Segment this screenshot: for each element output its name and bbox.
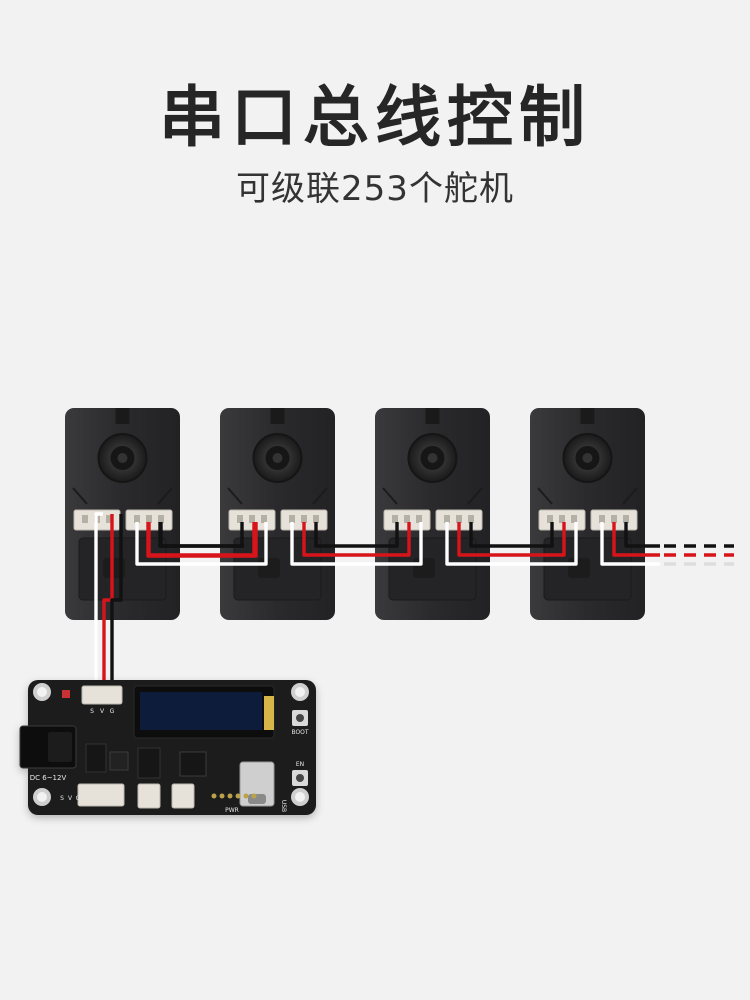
header-pad (235, 793, 241, 799)
connector-pin (444, 515, 450, 523)
small-port (137, 783, 161, 809)
status-led (62, 690, 70, 698)
wire-black-link (314, 522, 399, 548)
servo-horn-screw (582, 453, 593, 463)
wire-red-link (302, 522, 411, 557)
connector-pin (416, 515, 422, 523)
bus-connector (81, 685, 123, 705)
servo-screw-recess (568, 558, 590, 578)
wire-red-pass (146, 522, 258, 558)
connector-pin (404, 515, 410, 523)
regulator (137, 747, 161, 779)
wire-red-link (457, 522, 566, 557)
servo-chamfer (382, 487, 483, 505)
wire-white-link (445, 522, 578, 566)
connector-pin (158, 515, 164, 523)
aux-pin-label: S (60, 795, 64, 802)
servo-horn-screw (117, 453, 128, 463)
usb-c-opening (248, 794, 266, 804)
oled-ribbon (264, 696, 274, 730)
servo-screw-recess (258, 558, 280, 578)
mounting-hole-inner (295, 687, 305, 697)
page-title: 串口总线控制 (159, 79, 591, 156)
header-pad (211, 793, 217, 799)
servo (530, 408, 645, 620)
usb-label: USB (280, 800, 287, 812)
chip (85, 743, 107, 773)
connector-pin (313, 515, 319, 523)
connector-pin (134, 515, 140, 523)
mounting-hole-inner (37, 792, 47, 802)
inductor (109, 751, 129, 771)
servo-chain (65, 408, 645, 620)
wire-black-link (469, 522, 554, 548)
connector-pin (301, 515, 307, 523)
bus-pin-label: S (90, 708, 94, 715)
connector-pin (289, 515, 295, 523)
wire-red-tail (612, 522, 660, 557)
wire-white-board (94, 512, 103, 690)
servo-chamfer (537, 487, 638, 505)
pwr-label: PWR (225, 807, 239, 814)
connector-pin (571, 515, 577, 523)
connector-pin (146, 515, 152, 523)
header-pad (243, 793, 249, 799)
bus-wires (94, 512, 734, 690)
header-pad (219, 793, 225, 799)
mcu-chip (179, 751, 207, 777)
wire-black-board (110, 514, 123, 690)
servo (375, 408, 490, 620)
connector-pin (623, 515, 629, 523)
servo-chamfer (72, 487, 173, 505)
bus-pin-label: V (100, 708, 105, 715)
mounting-hole-inner (295, 792, 305, 802)
en-label: EN (296, 761, 304, 768)
wire-black-pass (158, 522, 244, 548)
connector-pin (392, 515, 398, 523)
servo-screw-recess (413, 558, 435, 578)
small-port (171, 783, 195, 809)
wire-white-tail (600, 522, 660, 566)
connector-pin (559, 515, 565, 523)
connector-pin (82, 515, 88, 523)
wire-red-board (102, 514, 114, 690)
wire-white-link (135, 522, 268, 566)
header-pad (227, 793, 233, 799)
boot-label: BOOT (291, 729, 308, 736)
connector-pin (468, 515, 474, 523)
page-subtitle: 可级联253个舵机 (236, 169, 514, 209)
servo-horn-screw (272, 453, 283, 463)
wire-black-tail (624, 522, 660, 548)
oled-screen (140, 692, 262, 730)
header-pad (251, 793, 257, 799)
connector-pin (547, 515, 553, 523)
servo (220, 408, 335, 620)
connector-pin (237, 515, 243, 523)
en-button-cap (296, 774, 304, 782)
servo-notch (425, 408, 440, 424)
connector-pin (599, 515, 605, 523)
servo-horn-screw (427, 453, 438, 463)
servo-notch (270, 408, 285, 424)
connector-pin (611, 515, 617, 523)
aux-pin-label: G (76, 795, 81, 802)
wire-white-link (290, 522, 423, 566)
connector-pin (456, 515, 462, 523)
servo-notch (580, 408, 595, 424)
bus-pin-label: G (110, 708, 115, 715)
aux-connector (77, 783, 125, 807)
connector-pin (249, 515, 255, 523)
servo-chamfer (227, 487, 328, 505)
aux-pin-label: V (68, 795, 73, 802)
mounting-hole-inner (37, 687, 47, 697)
power-label: DC 6~12V (30, 774, 67, 782)
dc-jack-face (48, 732, 72, 762)
connector-pin (106, 515, 112, 523)
boot-button-cap (296, 714, 304, 722)
usb-c-port (239, 761, 275, 807)
connector-pin (261, 515, 267, 523)
servo-notch (115, 408, 130, 424)
